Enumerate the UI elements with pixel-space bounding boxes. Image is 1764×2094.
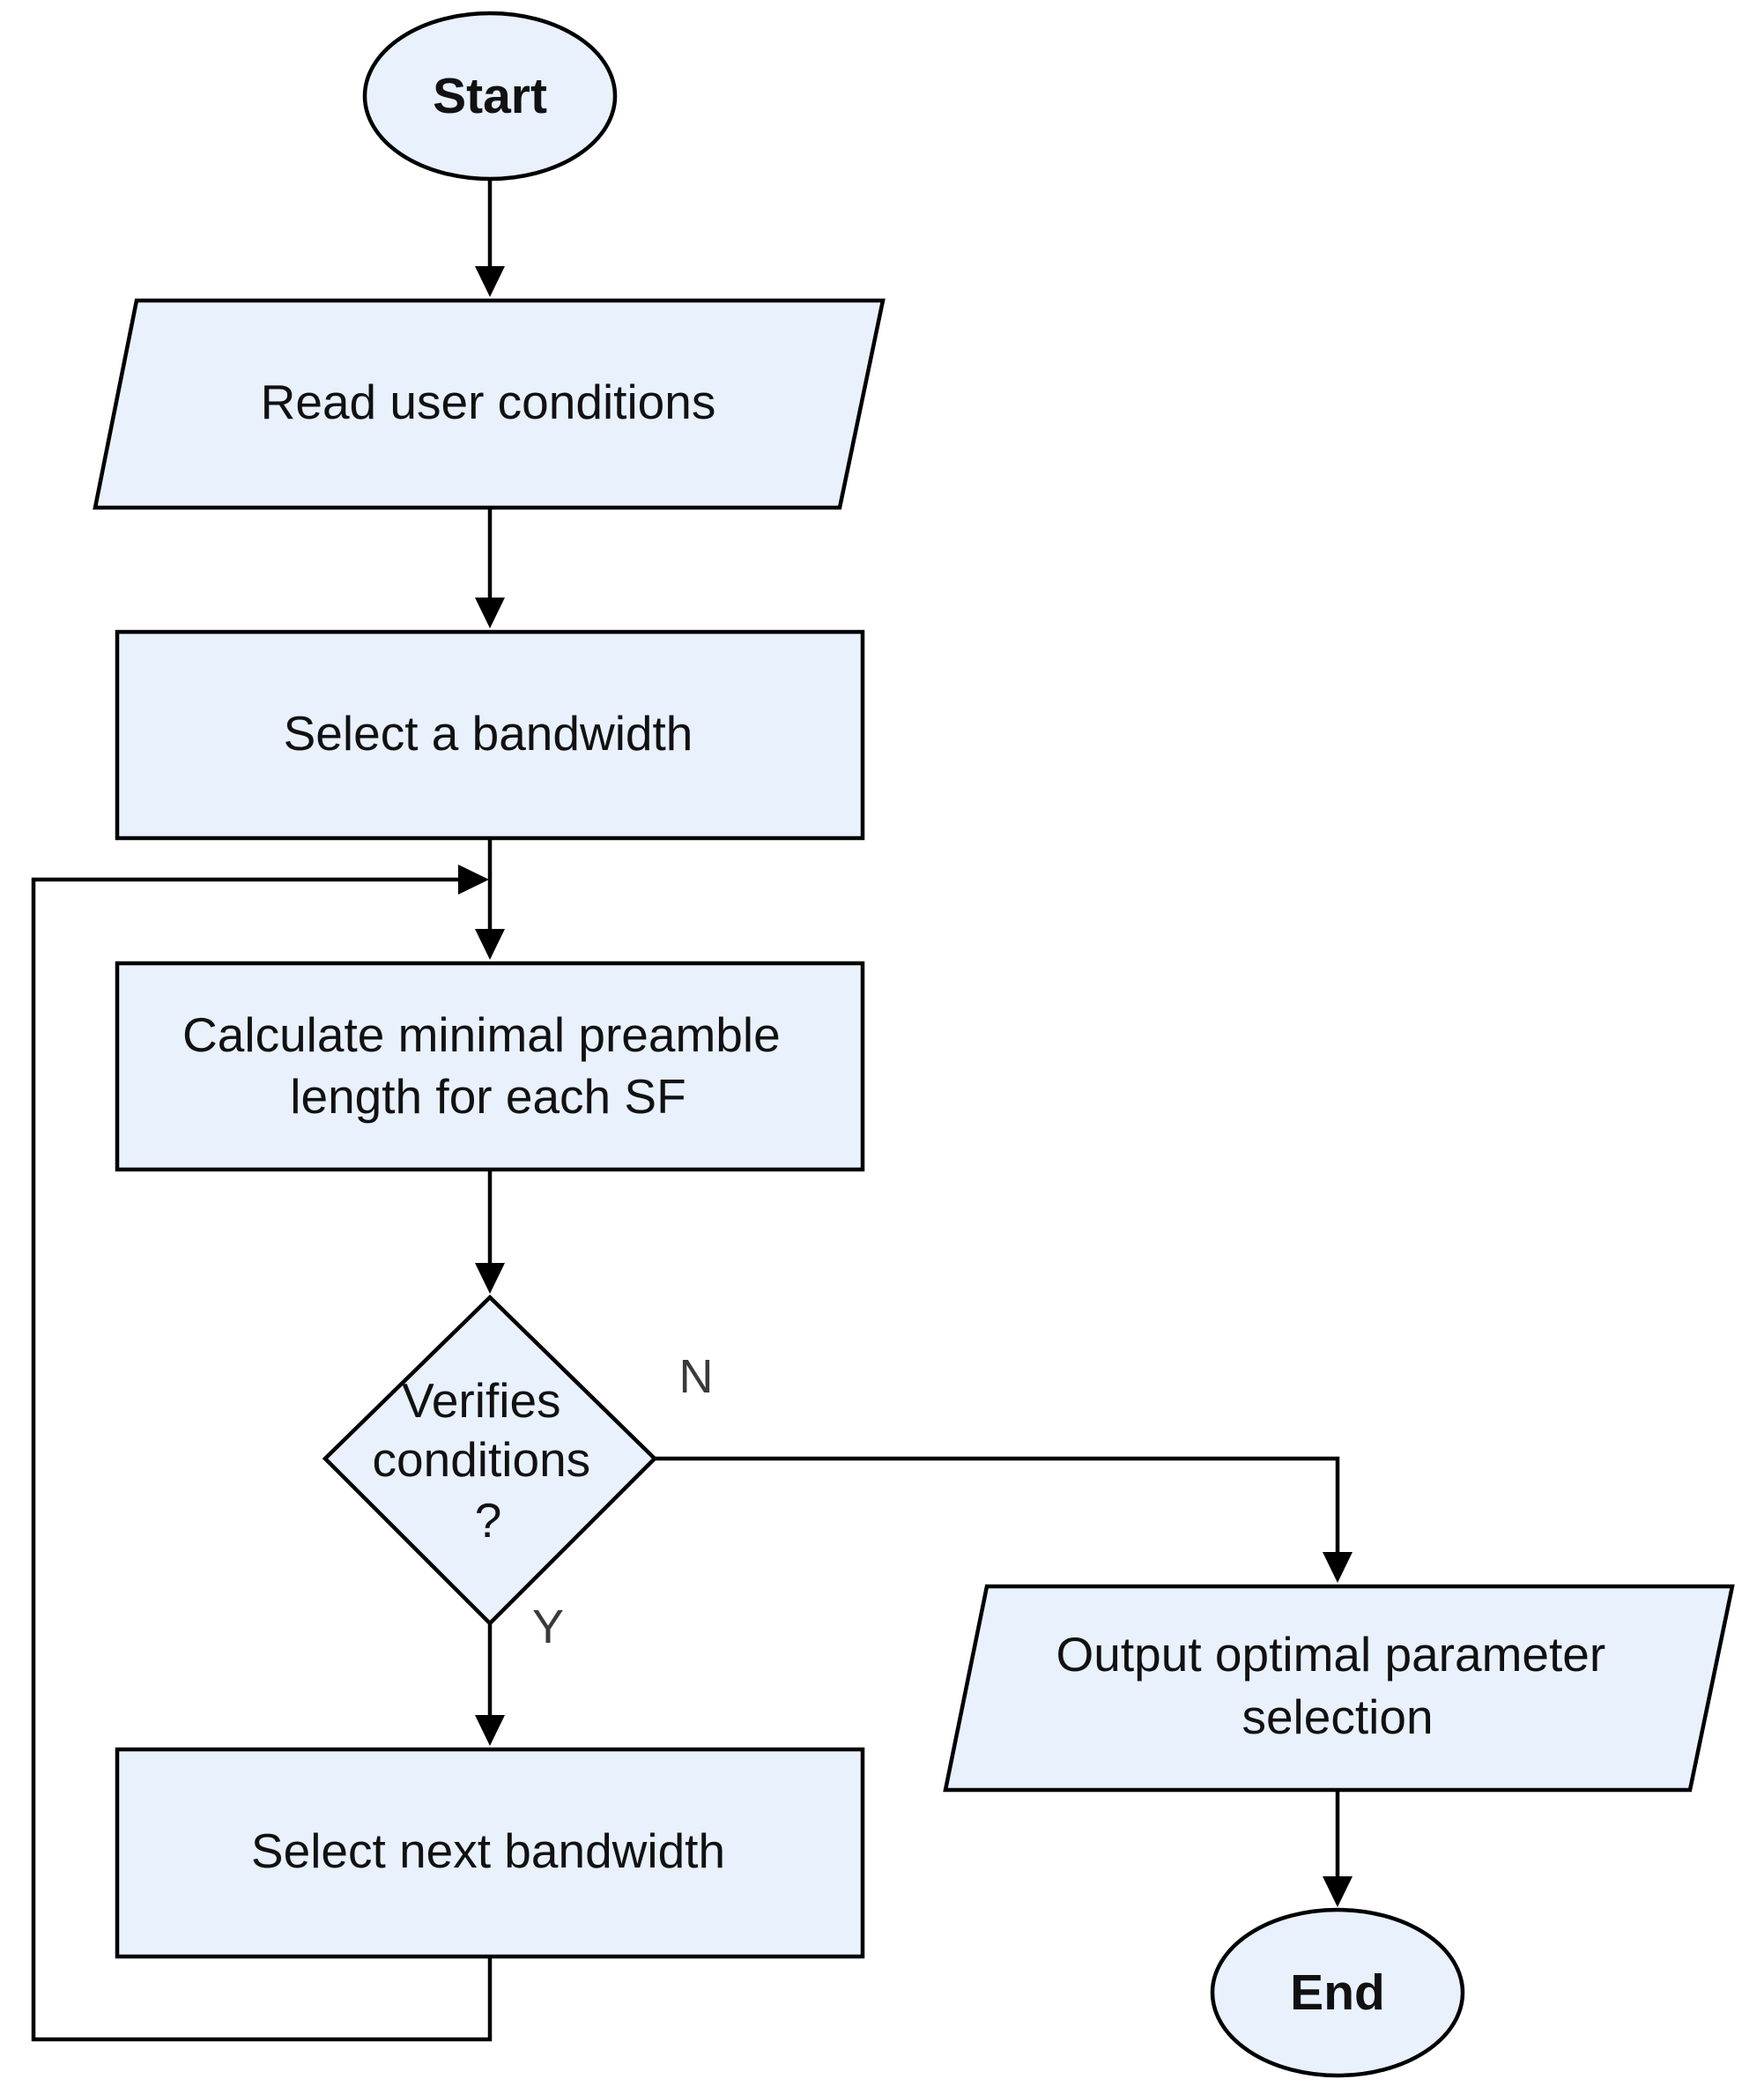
end-node: End	[1210, 1907, 1465, 2078]
verify-conditions-line-2: conditions	[373, 1432, 591, 1487]
output-selection-node: Output optimal parameter selection	[943, 1584, 1735, 1793]
read-conditions-label: Read user conditions	[261, 375, 716, 429]
verify-conditions-label: Verifies conditions ?	[373, 1373, 604, 1548]
start-node: Start	[362, 11, 618, 182]
verify-conditions-line-1: Verifies	[402, 1373, 560, 1428]
arrowhead-decision-to-output	[1323, 1552, 1353, 1583]
arrowhead-output-to-end	[1323, 1876, 1353, 1907]
calculate-preamble-node: Calculate minimal preamble length for ea…	[115, 961, 865, 1172]
edges	[31, 180, 1353, 2042]
arrowhead-loop-back	[458, 865, 489, 895]
read-conditions-node: Read user conditions	[93, 298, 886, 510]
branch-label-yes: Y	[532, 1600, 564, 1653]
calculate-preamble-label: Calculate minimal preamble length for ea…	[182, 1007, 794, 1124]
start-label: Start	[433, 68, 547, 124]
select-next-bandwidth-label: Select next bandwidth	[251, 1823, 725, 1878]
calculate-preamble-line-1: Calculate minimal preamble	[182, 1007, 781, 1062]
end-label: End	[1290, 1964, 1385, 2021]
calculate-preamble-line-2: length for each SF	[290, 1069, 686, 1124]
select-bandwidth-label: Select a bandwidth	[284, 706, 693, 761]
verify-conditions-line-3: ?	[475, 1493, 502, 1548]
select-bandwidth-node: Select a bandwidth	[115, 629, 865, 841]
arrowhead-read-to-select	[475, 598, 505, 628]
arrowhead-start-to-read	[475, 266, 505, 297]
edge-loop-back	[31, 877, 493, 2042]
arrowhead-calculate-to-decision	[475, 1263, 505, 1294]
output-selection-line-1: Output optimal parameter	[1056, 1627, 1606, 1682]
select-next-bandwidth-node: Select next bandwidth	[115, 1747, 865, 1959]
arrowhead-select-to-calculate	[475, 929, 505, 960]
arrowhead-decision-to-next-bandwidth	[475, 1715, 505, 1746]
output-selection-label: Output optimal parameter selection	[1056, 1627, 1619, 1744]
edge-decision-to-output	[655, 1456, 1340, 1563]
branch-label-no: N	[679, 1350, 714, 1403]
verify-conditions-decision: Verifies conditions ?	[322, 1294, 658, 1627]
output-selection-line-2: selection	[1241, 1689, 1433, 1744]
